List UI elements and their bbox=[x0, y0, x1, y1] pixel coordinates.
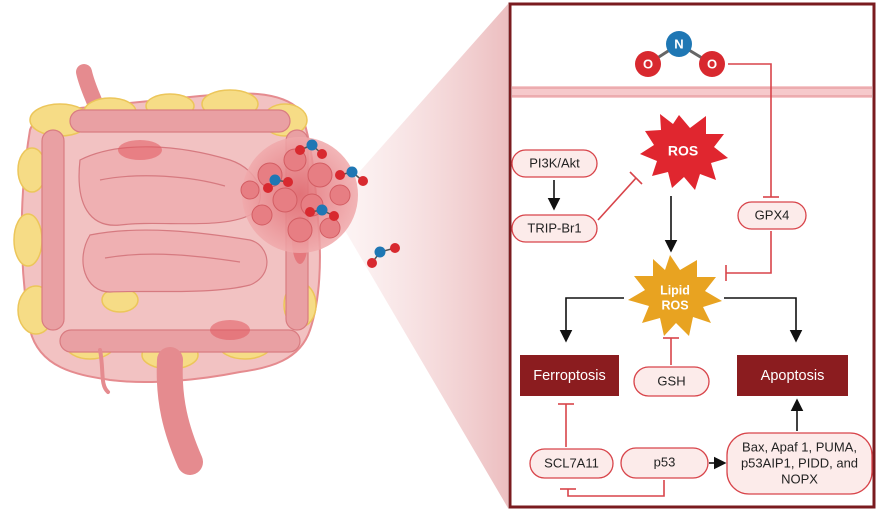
inhibit-gsh-lipid bbox=[663, 337, 679, 365]
apoptosis-node: Apoptosis bbox=[737, 355, 848, 396]
trip-br1-node: TRIP-Br1 bbox=[511, 214, 598, 243]
ros-label: ROS bbox=[668, 143, 698, 159]
inhibit-slc7a11-ferroptosis bbox=[558, 403, 574, 447]
arrow-lipid-apoptosis bbox=[724, 297, 803, 343]
gpx4-node: GPX4 bbox=[737, 201, 807, 230]
lipid-ros-label-line1: Lipid bbox=[660, 283, 690, 297]
lipid-ros-burst: Lipid ROS bbox=[628, 255, 722, 336]
slc7a11-node: SCL7A11 bbox=[529, 448, 614, 479]
pi3k-akt-label: PI3K/Akt bbox=[529, 155, 580, 170]
gsh-label: GSH bbox=[657, 373, 685, 388]
arrow-lipid-ferroptosis bbox=[559, 297, 624, 343]
p53-label: p53 bbox=[654, 454, 676, 469]
apoptosis-label: Apoptosis bbox=[761, 368, 825, 384]
ferroptosis-node: Ferroptosis bbox=[520, 355, 619, 396]
inhibit-p53-slc7a11 bbox=[560, 480, 665, 497]
cell-membrane bbox=[512, 86, 872, 98]
lipid-ros-label-line2: ROS bbox=[661, 298, 688, 312]
nitrogen-atom: N bbox=[674, 36, 683, 51]
inhibit-nitrite-gpx4 bbox=[728, 63, 779, 198]
inhibit-tripbr1-ros bbox=[597, 171, 643, 221]
genes-label-line1: Bax, Apaf 1, PUMA, bbox=[742, 439, 857, 454]
oxygen-atom-right: O bbox=[707, 56, 717, 71]
trip-br1-label: TRIP-Br1 bbox=[527, 220, 581, 235]
inhibit-gpx4-lipid bbox=[725, 231, 772, 281]
oxygen-atom-left: O bbox=[643, 56, 653, 71]
genes-label-line3: NOPX bbox=[781, 471, 818, 486]
nitrite-molecule: O N O bbox=[635, 31, 725, 77]
detail-panel-frame bbox=[508, 2, 876, 509]
slc7a11-label: SCL7A11 bbox=[544, 455, 599, 470]
ros-burst: ROS bbox=[640, 114, 728, 190]
genes-label-line2: p53AIP1, PIDD, and bbox=[741, 455, 858, 470]
intestine-illustration bbox=[13, 64, 321, 475]
pi3k-akt-node: PI3K/Akt bbox=[511, 149, 598, 178]
zoom-projection bbox=[330, 4, 508, 508]
ferroptosis-label: Ferroptosis bbox=[533, 368, 606, 384]
pro-apoptotic-genes-node: Bax, Apaf 1, PUMA, p53AIP1, PIDD, and NO… bbox=[726, 432, 873, 495]
nitrite-particles bbox=[263, 139, 400, 268]
gpx4-label: GPX4 bbox=[755, 207, 790, 222]
gsh-node: GSH bbox=[633, 366, 710, 397]
p53-node: p53 bbox=[620, 447, 709, 479]
